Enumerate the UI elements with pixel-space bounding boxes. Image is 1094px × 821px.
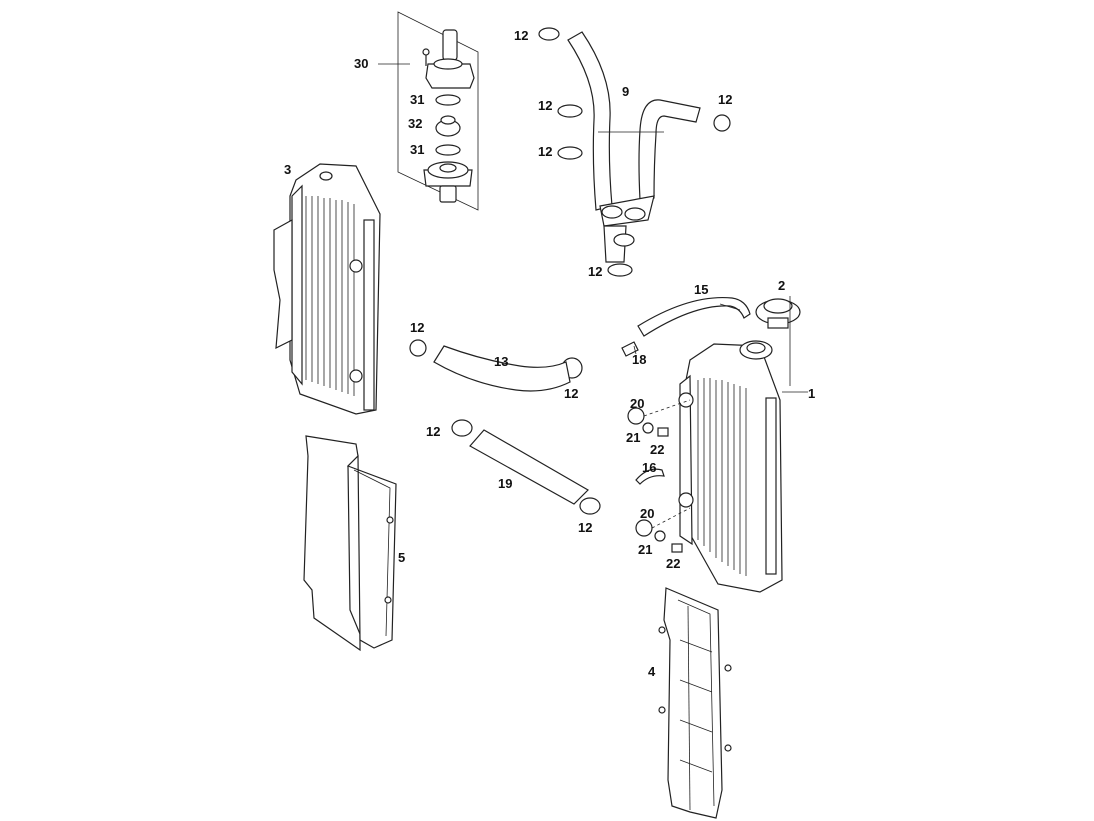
label-21-b: 21 <box>638 542 652 557</box>
hose-9 <box>567 31 701 263</box>
label-12-c: 12 <box>538 144 552 159</box>
clamp-3 <box>557 146 583 160</box>
label-4: 4 <box>648 664 656 679</box>
label-22-a: 22 <box>650 442 664 457</box>
clamp-5 <box>601 205 623 219</box>
label-12-b: 12 <box>538 98 552 113</box>
o-ring-bottom <box>435 144 461 156</box>
label-12-g: 12 <box>564 386 578 401</box>
hose-clamps <box>409 27 731 515</box>
hose-15 <box>637 296 751 337</box>
label-13: 13 <box>494 354 508 369</box>
label-16: 16 <box>642 460 656 475</box>
label-15: 15 <box>694 282 708 297</box>
clamp-11 <box>451 419 473 437</box>
shroud-right <box>658 587 732 819</box>
label-12-e: 12 <box>588 264 602 279</box>
mount-hardware-lower <box>635 507 691 553</box>
label-12-f: 12 <box>410 320 424 335</box>
label-21-a: 21 <box>626 430 640 445</box>
label-31-b: 31 <box>410 142 424 157</box>
clamp-1 <box>538 27 560 41</box>
clamp-4 <box>713 114 731 132</box>
hose-13 <box>433 345 571 392</box>
thermostat-assembly <box>397 11 479 211</box>
label-20-b: 20 <box>640 506 654 521</box>
label-2: 2 <box>778 278 785 293</box>
clip-18 <box>621 341 639 357</box>
radiator-right <box>678 340 783 593</box>
label-12-h: 12 <box>426 424 440 439</box>
label-9: 9 <box>622 84 629 99</box>
clamp-9 <box>409 339 427 357</box>
o-ring-top <box>435 94 461 106</box>
label-22-b: 22 <box>666 556 680 571</box>
radiator-cap <box>755 298 801 329</box>
label-32: 32 <box>408 116 422 131</box>
clamp-8 <box>607 263 633 277</box>
label-12-d: 12 <box>718 92 732 107</box>
label-1: 1 <box>808 386 815 401</box>
part-labels: 1 2 3 4 5 9 12 12 12 12 12 12 12 12 12 1… <box>284 28 815 679</box>
clamp-12 <box>579 497 601 515</box>
label-30: 30 <box>354 56 368 71</box>
leader-lines <box>378 63 808 393</box>
hose-19 <box>469 429 589 505</box>
label-5: 5 <box>398 550 405 565</box>
clamp-7 <box>613 233 635 247</box>
clamp-2 <box>557 104 583 118</box>
shroud-left <box>303 435 397 652</box>
label-18: 18 <box>632 352 646 367</box>
label-3: 3 <box>284 162 291 177</box>
mount-hardware-upper <box>627 399 691 437</box>
label-19: 19 <box>498 476 512 491</box>
label-31-a: 31 <box>410 92 424 107</box>
radiator-left <box>273 163 381 415</box>
label-20-a: 20 <box>630 396 644 411</box>
clamp-6 <box>624 207 646 221</box>
label-12-a: 12 <box>514 28 528 43</box>
clip-16 <box>635 468 665 485</box>
label-12-i: 12 <box>578 520 592 535</box>
